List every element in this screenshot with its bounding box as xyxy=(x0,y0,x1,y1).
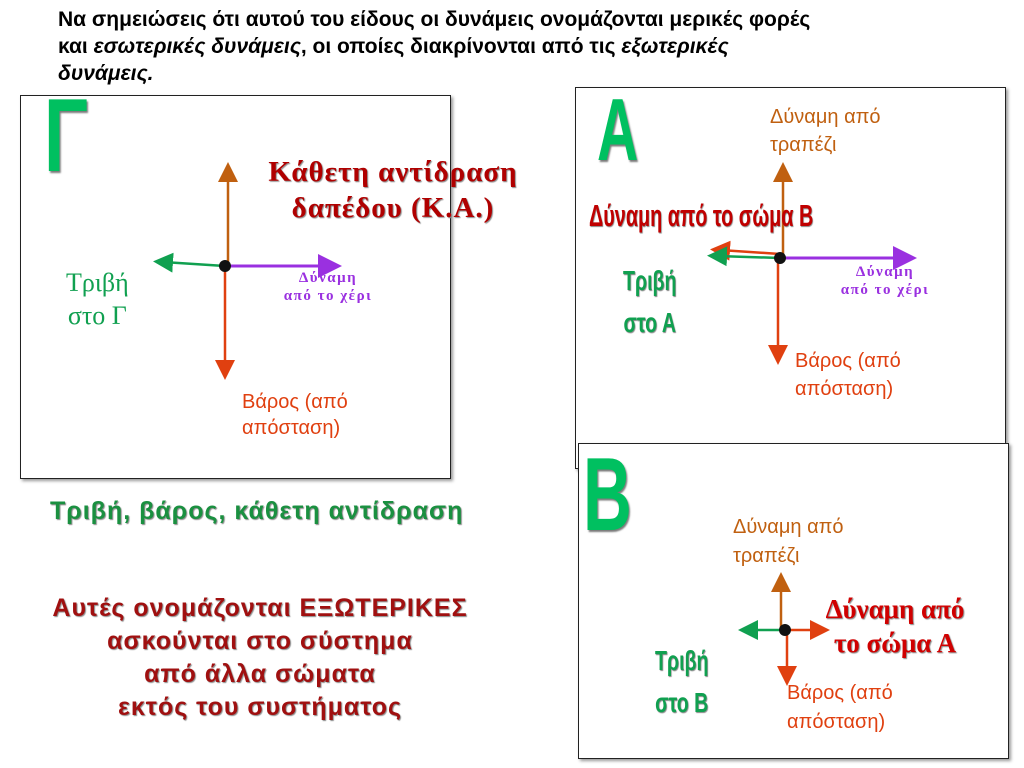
a-weight-label: Βάρος (από απόσταση) xyxy=(795,350,901,400)
panel-gamma xyxy=(20,95,451,479)
external-line-1: Αυτές ονομάζονται ΕΞΩΤΕΡΙΚΕΣ xyxy=(52,594,468,622)
external-forces-text: Αυτές ονομάζονται ΕΞΩΤΕΡΙΚΕΣ ασκούνται σ… xyxy=(10,592,510,724)
intro-internal-forces: εσωτερικές δυνάμεις xyxy=(93,35,301,58)
b-table-label: Δύναμη από τραπέζι xyxy=(733,516,844,567)
b-from-a-label: Δύναμη από το σώμα Α xyxy=(825,594,965,658)
a-from-b-arrow xyxy=(710,240,781,261)
b-friction-label: Τριβή στο Β xyxy=(655,645,709,718)
intro-text: Να σημειώσεις ότι αυτού του είδους οι δυ… xyxy=(58,6,1008,87)
intro-line-3: δυνάμεις. xyxy=(58,60,1008,87)
b-arrows xyxy=(738,572,830,686)
external-line-4: εκτός του συστήματος xyxy=(118,693,402,721)
a-from-b-label: Δύναμη από το σώμα Β xyxy=(589,198,814,233)
gamma-body-dot xyxy=(219,260,231,272)
gamma-normal-reaction-label: Κάθετη αντίδραση δαπέδου (Κ.Α.) xyxy=(268,156,518,224)
b-weight-label: Βάρος (από απόσταση) xyxy=(787,682,893,733)
a-hand-label: Δύναμη από το χέρι xyxy=(840,264,930,298)
panel-gamma-letter: Γ xyxy=(44,78,88,194)
intro-line-2-middle: , οι οποίες διακρίνονται από τις xyxy=(300,35,622,58)
gamma-friction-arrow xyxy=(153,252,226,273)
intro-line-2: και εσωτερικές δυνάμεις, οι οποίες διακρ… xyxy=(58,33,1008,60)
panel-b-letter: Β xyxy=(583,437,632,553)
gamma-weight-label: Βάρος (από απόσταση) xyxy=(242,391,348,439)
gamma-hand-label: Δύναμη από το χέρι xyxy=(283,270,373,304)
intro-external: εξωτερικές xyxy=(621,35,729,58)
a-table-label: Δύναμη από τραπέζι xyxy=(770,106,881,156)
intro-line-2-start: και xyxy=(58,35,94,58)
intro-forces: δυνάμεις. xyxy=(58,62,154,85)
external-line-2: ασκούνται στο σύστημα xyxy=(107,627,413,655)
gamma-friction-label: Τριβή στο Γ xyxy=(66,268,129,330)
gamma-summary: Τριβή, βάρος, κάθετη αντίδραση xyxy=(50,497,464,525)
panel-a-letter: Α xyxy=(597,80,639,179)
external-line-3: από άλλα σώματα xyxy=(144,660,376,688)
panel-b xyxy=(578,443,1009,759)
a-body-dot xyxy=(774,252,786,264)
gamma-arrows xyxy=(153,162,342,380)
panel-a xyxy=(575,87,1006,469)
intro-line-1: Να σημειώσεις ότι αυτού του είδους οι δυ… xyxy=(58,8,811,31)
a-friction-arrow xyxy=(707,246,781,267)
b-body-dot xyxy=(779,624,791,636)
a-arrows xyxy=(707,162,917,365)
a-friction-label: Τριβή στο Α xyxy=(623,265,677,338)
